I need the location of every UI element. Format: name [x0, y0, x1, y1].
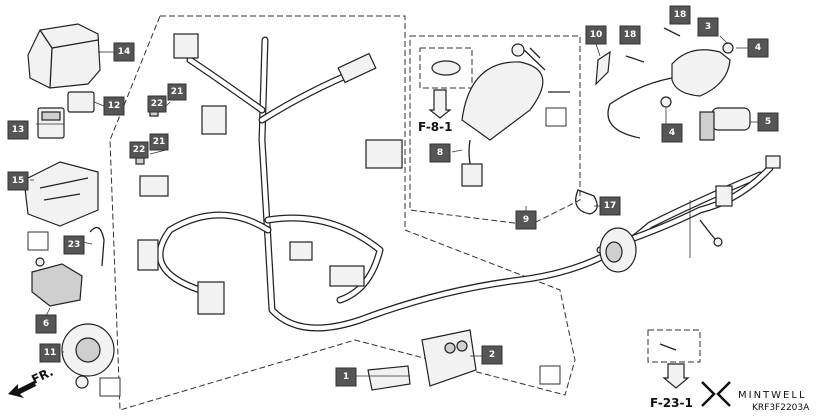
callout-22b: 22: [129, 141, 149, 159]
fuse: [135, 157, 145, 165]
cdi-unit-part: [421, 329, 477, 387]
f23-bolt: [659, 343, 677, 351]
bracket-10-part: [595, 50, 611, 86]
callout-21b: 21: [149, 133, 169, 151]
connector: [329, 265, 365, 287]
callout-12: 12: [103, 96, 125, 116]
svg-text:4: 4: [669, 128, 675, 138]
main-harness: [156, 36, 764, 332]
horn-part: [61, 323, 115, 389]
callout-blank-bottom: [539, 365, 561, 385]
resistor-part: [31, 257, 83, 307]
svg-text:10: 10: [590, 30, 603, 40]
connector: [137, 239, 159, 271]
callout-blank-horn: [99, 377, 121, 397]
svg-text:22: 22: [151, 99, 164, 109]
ground-terminal: [713, 237, 723, 247]
svg-text:2: 2: [489, 350, 495, 360]
diagram-code: KRF3F2203A: [752, 403, 810, 413]
mintwell-logo: [701, 381, 731, 407]
svg-text:12: 12: [108, 101, 121, 111]
svg-text:1: 1: [343, 372, 349, 382]
callout-9: 9: [515, 210, 537, 230]
callout-13: 13: [7, 120, 29, 140]
fuel-cap-connector: [599, 227, 637, 273]
callout-17: 17: [599, 196, 621, 216]
harness-boundary: [109, 15, 576, 411]
callout-blank-left: [27, 231, 49, 251]
f23-boundary: [647, 329, 701, 363]
svg-text:18: 18: [674, 10, 687, 20]
ref-f23-label: F-23-1: [650, 396, 693, 410]
svg-text:22: 22: [133, 145, 146, 155]
relay-13-part: [37, 107, 65, 139]
callout-15: 15: [7, 171, 29, 191]
callout-6: 6: [35, 314, 57, 334]
cdi-rubber-part: [367, 365, 411, 391]
callout-4a: 4: [747, 38, 769, 58]
callout-4b: 4: [661, 123, 683, 143]
connector: [173, 33, 199, 59]
connector: [337, 52, 377, 84]
callout-1: 1: [335, 367, 357, 387]
callout-23: 23: [63, 235, 85, 255]
callout-18b: 18: [619, 25, 641, 45]
ignition-switch-part: [461, 43, 546, 187]
nut-4b: [660, 96, 672, 108]
bolt-18: [663, 27, 681, 37]
svg-text:14: 14: [118, 47, 131, 57]
svg-text:23: 23: [68, 240, 81, 250]
band-23-part: [89, 226, 105, 267]
ignition-coil-part: [607, 49, 731, 139]
plug-cap-part: [699, 107, 751, 141]
svg-text:4: 4: [755, 43, 761, 53]
svg-text:21: 21: [171, 87, 184, 97]
front-arrow-icon: [8, 381, 36, 398]
callout-11: 11: [39, 343, 61, 363]
callout-blank-key: [545, 107, 567, 127]
bolt-18b: [625, 55, 645, 63]
svg-text:13: 13: [12, 125, 25, 135]
callout-21a: 21: [167, 83, 187, 101]
svg-text:11: 11: [44, 348, 57, 358]
brand-name: MINTWELL: [738, 390, 807, 401]
fuse-box-part: [23, 161, 99, 227]
svg-text:18: 18: [624, 30, 637, 40]
callout-2: 2: [481, 345, 503, 365]
callout-5: 5: [757, 112, 779, 132]
fuse-block: [139, 175, 169, 197]
svg-text:5: 5: [765, 117, 771, 127]
callout-10: 10: [585, 25, 607, 45]
connector: [715, 185, 733, 207]
relay-cover-part: [27, 23, 101, 89]
connector: [197, 281, 225, 315]
ignition-boundary: [409, 35, 581, 226]
callout-14: 14: [113, 42, 135, 62]
connector: [201, 105, 227, 135]
ground-wire: [699, 219, 717, 241]
relay-12-part: [67, 91, 95, 113]
callout-22a: 22: [147, 95, 167, 113]
connector: [365, 139, 403, 169]
wire-clip-17: [575, 189, 598, 215]
connector: [289, 241, 313, 261]
ref-f8-label: F-8-1: [418, 120, 453, 134]
svg-text:6: 6: [43, 319, 49, 329]
svg-text:9: 9: [523, 215, 529, 225]
callout-3: 3: [697, 17, 719, 37]
svg-text:21: 21: [153, 137, 166, 147]
svg-text:8: 8: [437, 148, 443, 158]
front-label: FR.: [29, 365, 55, 387]
svg-text:17: 17: [604, 201, 617, 211]
nut-4: [722, 42, 734, 54]
f8-part: [431, 60, 461, 76]
callout-18a: 18: [669, 5, 691, 25]
f23-arrow-icon: [662, 363, 690, 389]
f8-arrow-icon: [428, 89, 452, 119]
svg-text:15: 15: [12, 176, 25, 186]
connector: [765, 155, 781, 169]
svg-text:3: 3: [705, 22, 711, 32]
callout-8: 8: [429, 143, 451, 163]
